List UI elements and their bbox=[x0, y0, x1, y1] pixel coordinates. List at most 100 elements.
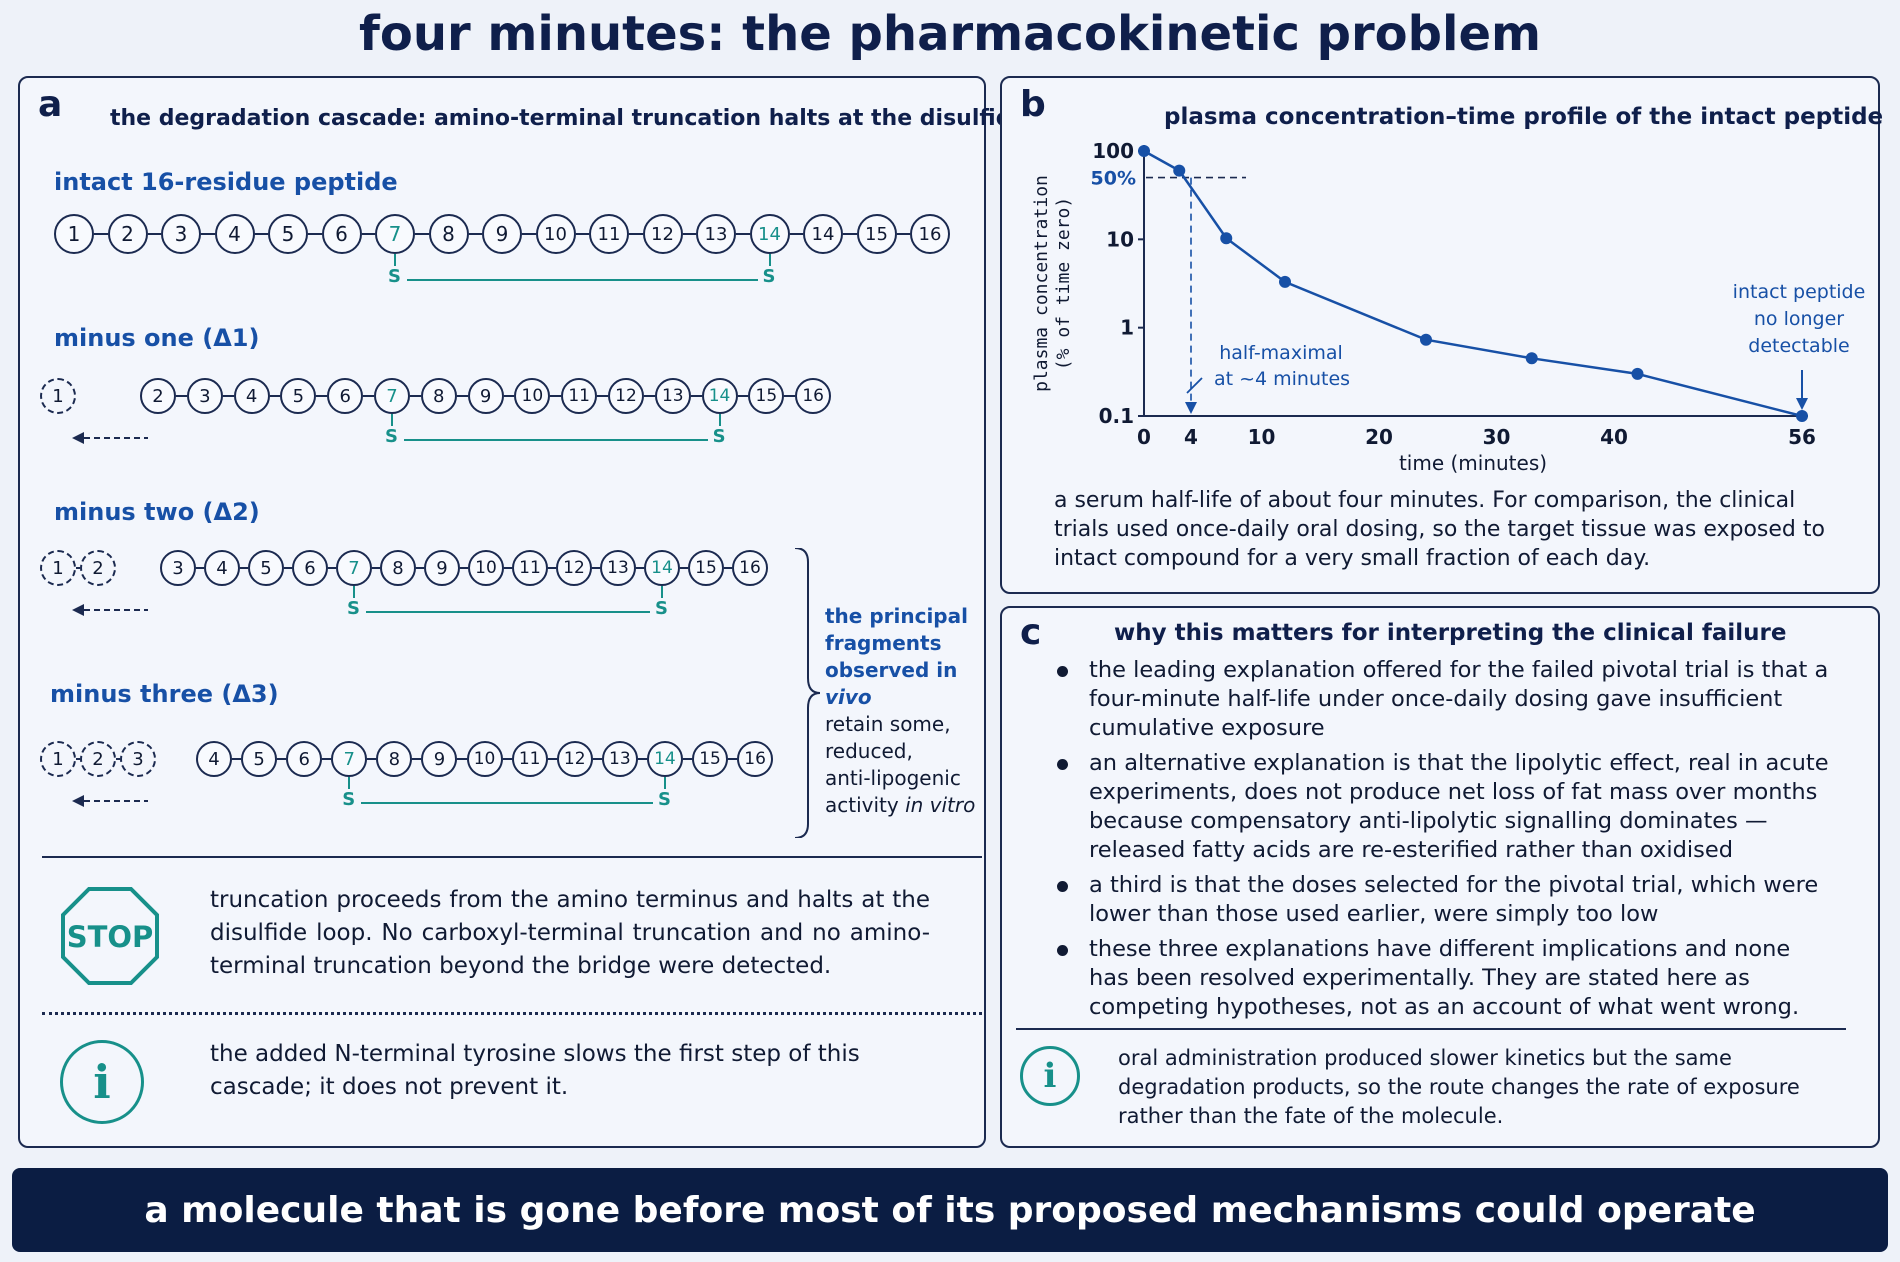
residue: 3 bbox=[160, 550, 196, 586]
data-point bbox=[1420, 333, 1432, 346]
sulfur-label: S bbox=[385, 426, 398, 447]
sulfur-label: S bbox=[712, 426, 726, 447]
lost-residue: 1 bbox=[40, 378, 76, 414]
info-icon: i bbox=[60, 1040, 144, 1124]
row-label: intact 16-residue peptide bbox=[54, 168, 398, 196]
arrow-down-icon bbox=[1796, 398, 1808, 410]
data-point bbox=[1173, 164, 1186, 177]
residue: 6 bbox=[327, 378, 364, 414]
residue: 4 bbox=[204, 550, 240, 586]
residue: 11 bbox=[589, 214, 629, 254]
fragments-note-line-6: anti-lipogenic bbox=[825, 766, 961, 790]
residue: 16 bbox=[732, 550, 768, 586]
residue: 9 bbox=[421, 741, 458, 777]
residue: 5 bbox=[248, 550, 284, 586]
arrow-down-icon bbox=[1185, 402, 1197, 414]
truncation-arrow-icon bbox=[72, 604, 148, 616]
residue: 4 bbox=[214, 214, 255, 254]
residue: 16 bbox=[795, 378, 832, 414]
fragments-note-line-7: activity in vitro bbox=[825, 793, 976, 817]
chart-caption: a serum half-life of about four minutes.… bbox=[1054, 488, 1825, 571]
x-tick-label: 0 bbox=[1137, 425, 1151, 449]
data-point bbox=[1279, 275, 1291, 288]
cysteine-residue: 7 bbox=[336, 550, 372, 586]
half-marker-label: 50% bbox=[1091, 168, 1136, 190]
list-item: these three explanations have different … bbox=[1057, 935, 1837, 1022]
sulfur-label: S bbox=[342, 789, 356, 810]
residue: 12 bbox=[607, 378, 644, 414]
residue: 16 bbox=[910, 214, 950, 254]
residue: 13 bbox=[696, 214, 736, 254]
data-point bbox=[1631, 367, 1644, 380]
residue: 10 bbox=[466, 741, 503, 777]
residue: 15 bbox=[748, 378, 785, 414]
residue: 6 bbox=[321, 214, 362, 254]
fragments-note-line-5: reduced, bbox=[825, 739, 913, 763]
fragments-note-line-4: retain some, bbox=[825, 712, 951, 736]
fragments-note-line-1: the principal bbox=[825, 604, 968, 628]
end-annotation-line: no longer bbox=[1754, 308, 1844, 330]
row-label: minus two (Δ2) bbox=[54, 498, 260, 526]
end-annotation-line: intact peptide bbox=[1733, 281, 1866, 303]
y-tick-label: 1 bbox=[1120, 316, 1134, 340]
row-label: minus three (Δ3) bbox=[50, 680, 279, 708]
x-tick-label: 4 bbox=[1184, 425, 1198, 449]
residue: 13 bbox=[600, 550, 636, 586]
end-annotation-line: detectable bbox=[1748, 335, 1849, 357]
panel-c-label: c bbox=[1020, 612, 1042, 653]
sulfur-label: S bbox=[658, 789, 671, 810]
lost-residues: 1 bbox=[40, 378, 76, 414]
residue: 10 bbox=[514, 378, 551, 414]
row-label: minus one (Δ1) bbox=[54, 324, 260, 352]
residue: 6 bbox=[292, 550, 328, 586]
residue: 9 bbox=[467, 378, 504, 414]
residue: 4 bbox=[196, 741, 232, 777]
x-tick-label: 40 bbox=[1600, 425, 1628, 449]
sulfur-label: S bbox=[655, 598, 668, 619]
residue: 11 bbox=[512, 550, 548, 586]
residue: 3 bbox=[161, 214, 201, 254]
residue: 12 bbox=[642, 214, 683, 254]
y-axis-label: plasma concentration(% of time zero) bbox=[1031, 175, 1074, 392]
truncation-arrow-icon bbox=[72, 795, 148, 807]
sulfur-label: S bbox=[388, 266, 401, 287]
data-point bbox=[1138, 145, 1150, 157]
panel-a-label: a bbox=[38, 84, 63, 125]
residue: 4 bbox=[233, 378, 270, 414]
residue: 10 bbox=[468, 550, 504, 586]
list-item: the leading explanation offered for the … bbox=[1057, 656, 1837, 743]
residue: 5 bbox=[280, 378, 317, 414]
sulfur-label: S bbox=[347, 598, 360, 619]
residue: 16 bbox=[737, 741, 774, 777]
cysteine-residue: 7 bbox=[375, 214, 415, 254]
info-text-c: oral administration produced slower kine… bbox=[1118, 1046, 1800, 1128]
residue: 15 bbox=[856, 214, 897, 254]
residue: 11 bbox=[511, 741, 548, 777]
stop-sign-label: STOP bbox=[67, 920, 154, 954]
lost-residue: 2 bbox=[80, 741, 116, 777]
residue: 1 bbox=[54, 214, 94, 254]
stop-text: truncation proceeds from the amino termi… bbox=[210, 887, 930, 979]
explanations-list: the leading explanation offered for the … bbox=[1057, 656, 1837, 1028]
cysteine-residue: 14 bbox=[749, 214, 790, 254]
panel-c-title: why this matters for interpreting the cl… bbox=[1114, 620, 1787, 646]
annotation-pointer bbox=[1186, 377, 1203, 394]
residue: 12 bbox=[556, 741, 593, 777]
data-point bbox=[1796, 410, 1808, 422]
residue: 15 bbox=[688, 550, 724, 586]
cysteine-residue: 7 bbox=[373, 378, 410, 414]
residue: 8 bbox=[376, 741, 413, 777]
cysteine-residue: 14 bbox=[701, 378, 738, 414]
residue: 5 bbox=[241, 741, 278, 777]
residue: 2 bbox=[107, 214, 148, 254]
cysteine-residue: 7 bbox=[331, 741, 368, 777]
residue: 9 bbox=[424, 550, 460, 586]
residue: 8 bbox=[428, 214, 469, 254]
residue: 6 bbox=[286, 741, 323, 777]
footer-banner: a molecule that is gone before most of i… bbox=[12, 1168, 1888, 1252]
